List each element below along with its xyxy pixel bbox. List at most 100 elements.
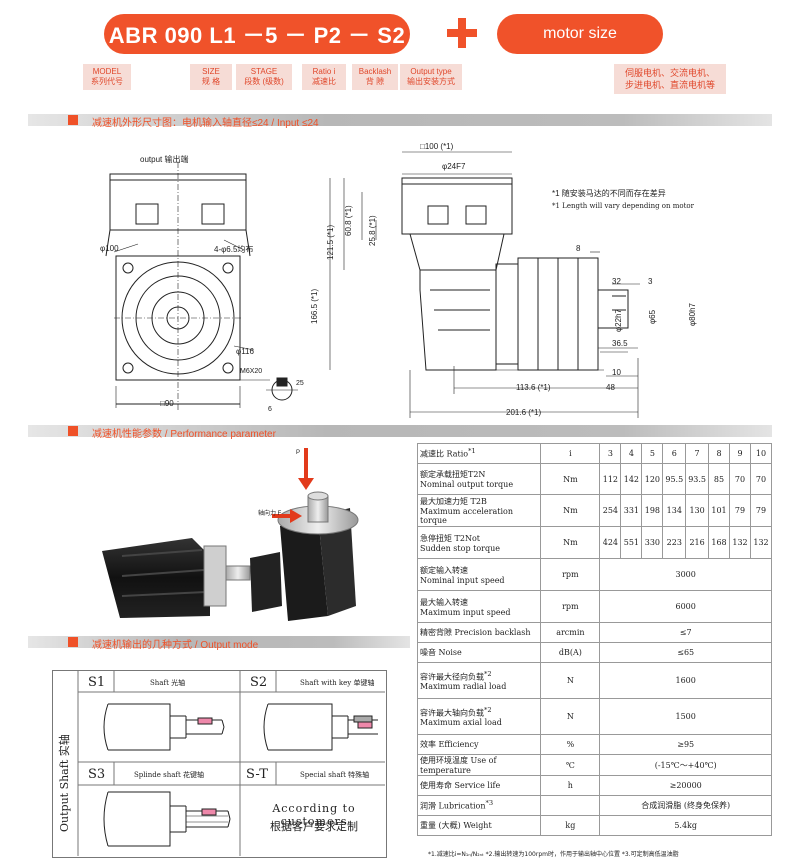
row-unit: dB(A) (540, 642, 601, 663)
value-cell: ≤65 (599, 642, 772, 663)
performance-table: 减速比 Ratio*1 i 3 4 5 6 7 8 9 10 额定承载扭矩T2N… (416, 443, 772, 836)
output-label: output 输出端 (140, 155, 189, 164)
dim-h258: 25.8 (*1) (368, 215, 377, 246)
s3-name: Splinde shaft 花键轴 (134, 771, 205, 779)
value-cell: 134 (662, 494, 687, 527)
section2-marker (68, 426, 78, 436)
table-row: 使用环境温度 Use of temperature ℃ (-15℃～+40℃) (416, 754, 772, 776)
front-view-drawing (105, 162, 255, 410)
value-cell: 79 (729, 494, 751, 527)
dim-w32: 32 (612, 277, 621, 286)
value-cell: 5.4kg (599, 815, 772, 836)
dim-6: 6 (268, 406, 272, 413)
s1-code: S1 (88, 675, 106, 690)
dim-w3: 3 (648, 277, 653, 286)
s2-code: S2 (250, 675, 268, 690)
row-unit: Nm (540, 526, 601, 559)
ratio-cell: 8 (708, 443, 730, 464)
dim-sq90: □90 (160, 399, 174, 408)
custom-note-cn: 根据客户要求定制 (270, 821, 358, 833)
section2-band (28, 425, 772, 437)
table-row: 噪音 Noise dB(A) ≤65 (416, 642, 772, 663)
axial-force-label: 轴向力 F (258, 511, 282, 517)
dim-h1665: 166.5 (*1) (310, 288, 319, 324)
dim-d116: φ116 (236, 347, 254, 356)
value-cell: 70 (729, 463, 751, 495)
dim-w10: 10 (612, 368, 621, 377)
row-unit: N (540, 698, 601, 735)
value-cell: 1600 (599, 662, 772, 699)
section2-title: 减速机性能参数 / Performance parameter (92, 429, 276, 440)
key-section-drawing (240, 377, 298, 401)
s3-code: S3 (88, 767, 106, 782)
st-code: S-T (246, 767, 268, 782)
section3-marker (68, 637, 78, 647)
row-label: 使用环境温度 Use of temperature (416, 754, 542, 776)
value-cell: 551 (620, 526, 643, 559)
row-label: 精密背隙 Precision backlash (416, 622, 542, 643)
dim-w48: 48 (606, 383, 615, 392)
table-header-row: 减速比 Ratio*1 i 3 4 5 6 7 8 9 10 (416, 443, 772, 464)
ratio-cell: 9 (729, 443, 751, 464)
value-cell: 93.5 (685, 463, 709, 495)
motor-size-pill: motor size (497, 14, 663, 54)
table-row: 重量 (大概) Weight kg 5.4kg (416, 815, 772, 836)
value-cell: 85 (708, 463, 730, 495)
dim-h1215: 121.5 (*1) (326, 224, 335, 260)
value-cell: 331 (620, 494, 643, 527)
s1-name: Shaft 光轴 (150, 679, 186, 687)
value-cell: 132 (729, 526, 751, 559)
section1-marker (68, 115, 78, 125)
row-unit: h (540, 775, 601, 796)
value-cell: 95.5 (662, 463, 687, 495)
output-shaft-label: Output Shaft 实轴 (58, 734, 71, 832)
dim-h608: 60.8 (*1) (344, 205, 353, 236)
value-cell: 168 (708, 526, 730, 559)
header-label: 减速比 Ratio*1 (416, 443, 542, 464)
dim-d65b: φ65 (648, 309, 657, 324)
row-unit: % (540, 734, 601, 755)
value-cell: 70 (750, 463, 772, 495)
custom-note-en: According to customers (272, 802, 356, 828)
value-cell: ≥20000 (599, 775, 772, 796)
radial-force-label: P (296, 450, 301, 456)
row-unit (540, 795, 601, 816)
section1-band (28, 114, 772, 126)
row-label: 效率 Efficiency (416, 734, 542, 755)
section1-title: 减速机外形尺寸图：电机输入轴直径≤24 / Input ≤24 (92, 118, 319, 129)
row-label: 润滑 Lubrication*3 (416, 795, 542, 816)
tag-motor-types: 伺服电机、交流电机、步进电机、直流电机等 (614, 64, 726, 94)
dim-top100: □100 (*1) (420, 142, 454, 151)
value-cell: 132 (750, 526, 772, 559)
section3-title: 减速机输出的几种方式 / Output mode (92, 640, 259, 651)
row-unit: ℃ (540, 754, 601, 776)
value-cell: 223 (662, 526, 687, 559)
value-cell: 1500 (599, 698, 772, 735)
dim-w8: 8 (576, 244, 581, 253)
dim-d80: φ80h7 (688, 303, 697, 326)
value-cell: ≤7 (599, 622, 772, 643)
row-unit: N (540, 662, 601, 699)
value-cell: 101 (708, 494, 730, 527)
row-unit: rpm (540, 590, 601, 623)
ratio-cell: 4 (620, 443, 643, 464)
dim-d100: φ100 (100, 244, 119, 253)
dim-w2016: 201.6 (*1) (506, 408, 542, 417)
value-cell: 198 (641, 494, 664, 527)
ratio-cell: 3 (599, 443, 622, 464)
row-unit: Nm (540, 494, 601, 527)
